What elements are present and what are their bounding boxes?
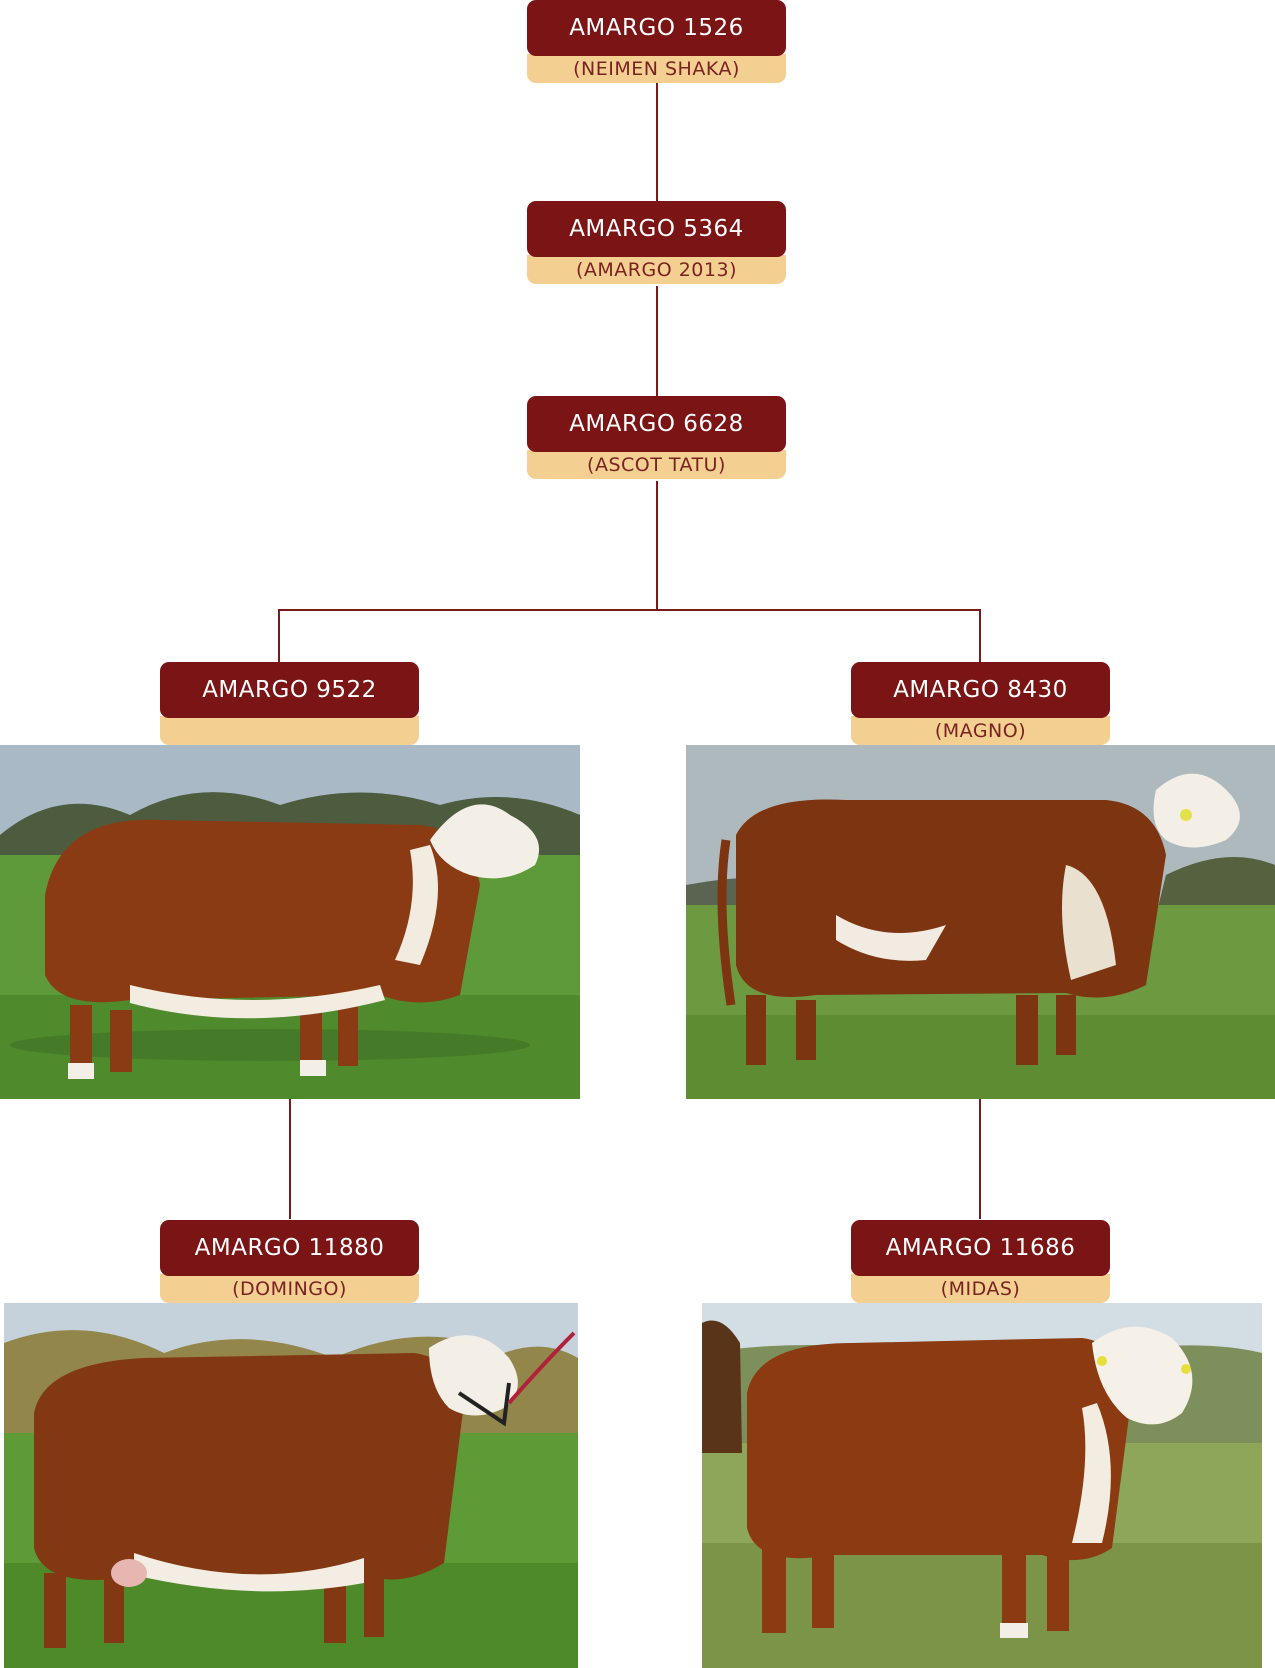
node-sire: (DOMINGO) [160, 1274, 419, 1303]
pedigree-node-5364: AMARGO 5364 (AMARGO 2013) [527, 201, 786, 284]
pedigree-node-11686: AMARGO 11686 (MIDAS) [851, 1220, 1110, 1303]
photo-amargo-11686 [702, 1303, 1262, 1668]
node-sire: (MAGNO) [851, 716, 1110, 745]
photo-amargo-8430 [686, 745, 1275, 1099]
node-sire [160, 716, 419, 745]
pedigree-node-1526: AMARGO 1526 (NEIMEN SHAKA) [527, 0, 786, 83]
connector-8430-11686 [979, 1099, 981, 1219]
node-name: AMARGO 11686 [851, 1220, 1110, 1276]
pedigree-node-8430: AMARGO 8430 (MAGNO) [851, 662, 1110, 745]
connector-branch-right [979, 609, 981, 662]
photo-amargo-11880 [4, 1303, 578, 1668]
node-name: AMARGO 8430 [851, 662, 1110, 718]
connector-6628-branch [656, 481, 658, 611]
cow-photo-illustration [702, 1303, 1262, 1668]
connector-1526-5364 [656, 83, 658, 201]
node-sire: (MIDAS) [851, 1274, 1110, 1303]
cow-photo-illustration [686, 745, 1275, 1099]
node-name: AMARGO 9522 [160, 662, 419, 718]
connector-branch-left [278, 609, 280, 662]
node-name: AMARGO 5364 [527, 201, 786, 257]
node-name: AMARGO 1526 [527, 0, 786, 56]
node-name: AMARGO 6628 [527, 396, 786, 452]
photo-amargo-9522 [0, 745, 580, 1099]
node-sire: (NEIMEN SHAKA) [527, 54, 786, 83]
connector-branch-horizontal [278, 609, 981, 611]
connector-9522-11880 [289, 1099, 291, 1219]
cow-photo-illustration [4, 1303, 578, 1668]
node-sire: (ASCOT TATU) [527, 450, 786, 479]
pedigree-node-9522: AMARGO 9522 [160, 662, 419, 745]
node-sire: (AMARGO 2013) [527, 255, 786, 284]
cow-photo-illustration [0, 745, 580, 1099]
pedigree-node-11880: AMARGO 11880 (DOMINGO) [160, 1220, 419, 1303]
node-name: AMARGO 11880 [160, 1220, 419, 1276]
pedigree-node-6628: AMARGO 6628 (ASCOT TATU) [527, 396, 786, 479]
connector-5364-6628 [656, 286, 658, 396]
